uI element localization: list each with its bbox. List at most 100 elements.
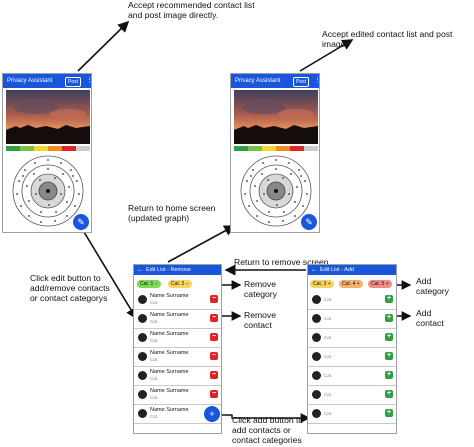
- avatar-icon: [312, 371, 321, 380]
- remove-contact-button[interactable]: −: [210, 352, 218, 360]
- chip-add-icon[interactable]: +: [385, 281, 389, 287]
- edit-fab[interactable]: ✎: [73, 214, 89, 230]
- avatar-icon: [312, 352, 321, 361]
- avatar-icon: [312, 409, 321, 418]
- privacy-bar: [234, 146, 318, 151]
- contact-category: Cat.: [150, 319, 159, 324]
- avatar-icon: [312, 333, 321, 342]
- bar-seg: [304, 146, 318, 151]
- chip-label: Cat. 5: [371, 281, 385, 287]
- remove-contact-button[interactable]: −: [210, 371, 218, 379]
- category-chip[interactable]: Cat. 2 −: [168, 280, 192, 288]
- category-chip[interactable]: Cat. 3 +: [310, 280, 334, 288]
- bar-seg: [76, 146, 90, 151]
- chip-add-icon[interactable]: +: [327, 281, 331, 287]
- bar-seg: [62, 146, 76, 151]
- edit-fab[interactable]: ✎: [301, 214, 317, 230]
- contact-row: Cat. +: [308, 367, 396, 386]
- add-fab[interactable]: +: [204, 406, 220, 422]
- avatar-icon: [138, 333, 147, 342]
- contact-row: Cat. +: [308, 386, 396, 405]
- bar-seg: [20, 146, 34, 151]
- contact-category: Cat.: [150, 414, 159, 419]
- contact-row: Name Surname Cat. −: [134, 367, 221, 386]
- note-accept-recommended: Accept recommended contact list and post…: [128, 0, 255, 20]
- chip-remove-icon[interactable]: −: [185, 281, 189, 287]
- contact-category: Cat.: [324, 373, 333, 378]
- app-title: Privacy Assistant: [7, 78, 53, 84]
- avatar-icon: [138, 390, 147, 399]
- note-add-category: Add category: [416, 276, 449, 296]
- contact-category: Cat.: [150, 357, 159, 362]
- contact-name: Name Surname: [150, 331, 189, 337]
- avatar-icon: [138, 314, 147, 323]
- edit-bar: ← Edit List - Add: [308, 265, 396, 275]
- add-contact-button[interactable]: +: [385, 409, 393, 417]
- add-contact-button[interactable]: +: [385, 295, 393, 303]
- chip-label: Cat. 1: [140, 281, 154, 287]
- remove-contact-button[interactable]: −: [210, 333, 218, 341]
- contact-row: Cat. +: [308, 329, 396, 348]
- back-arrow-icon[interactable]: ←: [137, 267, 143, 273]
- add-contact-button[interactable]: +: [385, 333, 393, 341]
- note-click-add: Click add button to add contacts or cont…: [232, 415, 304, 445]
- contact-category: Cat.: [150, 395, 159, 400]
- chip-add-icon[interactable]: +: [356, 281, 360, 287]
- category-chip[interactable]: Cat. 5 +: [368, 280, 392, 288]
- screen-title: Edit List - Remove: [146, 267, 191, 273]
- chip-label: Cat. 2: [171, 281, 185, 287]
- bar-seg: [248, 146, 262, 151]
- post-button[interactable]: Post: [293, 77, 310, 87]
- edit-bar: ← Edit List - Remove: [134, 265, 221, 275]
- remove-contact-button[interactable]: −: [210, 390, 218, 398]
- remove-contact-button[interactable]: −: [210, 314, 218, 322]
- avatar-icon: [138, 295, 147, 304]
- bar-seg: [34, 146, 48, 151]
- contact-category: Cat.: [150, 300, 159, 305]
- bar-seg: [290, 146, 304, 151]
- app-title: Privacy Assistant: [235, 78, 281, 84]
- note-remove-contact: Remove contact: [244, 310, 276, 330]
- avatar-icon: [312, 295, 321, 304]
- contact-category: Cat.: [150, 376, 159, 381]
- app-bar: Privacy Assistant Post ⋮: [231, 74, 319, 88]
- bar-seg: [276, 146, 290, 151]
- note-accept-edited: Accept edited contact list and post imag…: [322, 29, 453, 49]
- avatar-icon: [312, 390, 321, 399]
- contact-name: Name Surname: [150, 312, 189, 318]
- sunset-photo: [6, 90, 90, 144]
- remove-contact-button[interactable]: −: [210, 295, 218, 303]
- contact-row: Name Surname Cat. −: [134, 348, 221, 367]
- home-screen-edited: Privacy Assistant Post ⋮: [230, 73, 320, 233]
- category-chip[interactable]: Cat. 4 +: [339, 280, 363, 288]
- contact-row: Name Surname Cat. −: [134, 329, 221, 348]
- contact-row: Name Surname Cat. −: [134, 386, 221, 405]
- bar-seg: [262, 146, 276, 151]
- contact-category: Cat.: [324, 392, 333, 397]
- add-contact-button[interactable]: +: [385, 390, 393, 398]
- category-chip[interactable]: Cat. 1 −: [137, 280, 161, 288]
- contact-category: Cat.: [324, 316, 333, 321]
- bar-seg: [48, 146, 62, 151]
- contact-category: Cat.: [324, 297, 333, 302]
- contact-row: Cat. +: [308, 405, 396, 424]
- contact-name: Name Surname: [150, 293, 189, 299]
- contact-graph: [12, 155, 84, 227]
- note-return-home: Return to home screen (updated graph): [128, 203, 216, 223]
- contact-row: Cat. +: [308, 310, 396, 329]
- menu-icon[interactable]: ⋮: [314, 74, 319, 88]
- sunset-photo: [234, 90, 318, 144]
- post-button[interactable]: Post: [65, 77, 82, 87]
- arrow-click-add: [216, 413, 311, 423]
- contact-category: Cat.: [324, 411, 333, 416]
- add-contact-button[interactable]: +: [385, 352, 393, 360]
- menu-icon[interactable]: ⋮: [86, 74, 91, 88]
- arrow-accept-recommended: [77, 20, 130, 72]
- chip-label: Cat. 4: [342, 281, 356, 287]
- note-remove-category: Remove category: [244, 279, 277, 299]
- back-arrow-icon[interactable]: ←: [311, 267, 317, 273]
- add-contact-button[interactable]: +: [385, 371, 393, 379]
- chip-remove-icon[interactable]: −: [154, 281, 158, 287]
- contact-name: Name Surname: [150, 388, 189, 394]
- add-contact-button[interactable]: +: [385, 314, 393, 322]
